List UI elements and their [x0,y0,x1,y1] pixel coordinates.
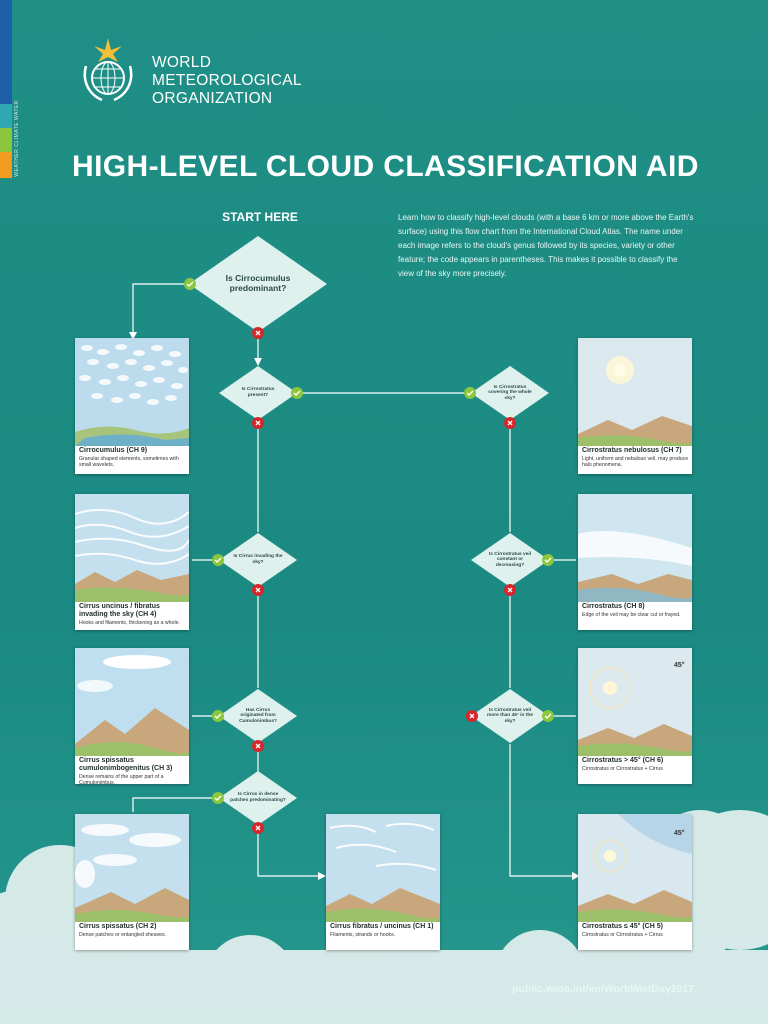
diamond-q4 [219,689,297,743]
cirrostratus-more-45-description: Cirrostratus or Cirrostratus + Cirrus [582,766,663,772]
cirrus-spissatus-description: Dense patches or entangled sheaves. [79,932,167,938]
diamond-q3 [219,533,297,587]
start-here-label: START HERE [222,210,298,224]
cirrus-cumulonimbogenitus-name: Cirrus spissatus cumulonimbogenitus (CH … [79,757,173,772]
cirrostratus-illustration [578,494,692,602]
card-cirrus-uncinus-invading: Cirrus uncinus / fibratus invading the s… [75,494,189,630]
cirrostratus-nebulosus-description: Light, uniform and nebulous veil, may pr… [582,456,689,469]
cirrostratus-less-45-name: Cirrostratus ≤ 45° (CH 5) [582,923,663,930]
card-cirrus-spissatus-cumulonimbogenitus: Cirrus spissatus cumulonimbogenitus (CH … [75,648,189,787]
question-veil-more-than-45: Is Cirrostratus veil more than 45° in th… [487,707,533,724]
organization-name: WORLD METEOROLOGICAL ORGANIZATION [152,54,302,108]
cirrocumulus-illustration [75,338,189,446]
diamond-q6 [471,366,549,420]
question-cirrus-invading: Is Cirrus invading the sky? [233,554,283,565]
cirrostratus-less-45-illustration [578,814,692,922]
org-line-1: WORLD [152,54,212,71]
diamond-q8 [471,689,549,743]
diamond-q7 [471,533,549,587]
page-title: HIGH-LEVEL CLOUD CLASSIFICATION AID [72,150,699,183]
card-cirrostratus-less-45: 45° Cirrostratus ≤ 45° (CH 5) Cirrostrat… [578,814,692,950]
cirrus-uncinus-illustration [75,494,189,602]
cirrus-fibratus-name: Cirrus fibratus / uncinus (CH 1) [330,923,434,930]
question-cirrocumulus-predominant: Is Cirrocumulus predominant? [225,273,291,293]
angle-label-45: 45° [674,662,685,669]
card-cirrocumulus: Cirrocumulus (CH 9) Granular shaped elem… [75,338,189,474]
stripe-green [0,128,12,152]
cirrocumulus-name: Cirrocumulus (CH 9) [79,447,148,454]
diamond-q2 [219,366,297,420]
stripe-teal [0,104,12,128]
cirrostratus-less-45-description: Cirrostratus or Cirrostratus + Cirrus [582,932,663,938]
yes-markers [184,278,554,804]
diamond-q5 [219,771,297,825]
angle-label-45-small: 45° [674,830,685,837]
org-line-3: ORGANIZATION [152,90,273,107]
diamond-q1 [189,236,327,332]
footer-url[interactable]: public.wmo.int/en/WorldMetDay2017 [512,983,694,995]
no-markers [252,327,516,834]
question-cirrus-dense-patches: Is Cirrus in dense patches predominating… [230,792,286,803]
cirrostratus-nebulosus-illustration [578,338,692,446]
cirrostratus-nebulosus-name: Cirrostratus nebulosus (CH 7) [582,447,682,454]
cirrocumulus-description: Granular shaped elements, sometimes with… [79,456,179,469]
cirrus-spissatus-illustration [75,814,189,922]
cirrostratus-description: Edge of the veil may be clear cut or fra… [582,612,681,618]
cirrus-cumulonimbogenitus-description: Dense remains of the upper part of a Cum… [79,774,164,787]
cirrostratus-more-45-name: Cirrostratus > 45° (CH 6) [582,757,664,764]
cirrus-cumulonimbogenitus-illustration [75,648,189,756]
cirrus-uncinus-description: Hooks and filaments, thickening as a who… [79,620,180,626]
card-cirrostratus-nebulosus: Cirrostratus nebulosus (CH 7) Light, uni… [578,338,692,474]
cirrus-fibratus-illustration [326,814,440,922]
cirrostratus-name: Cirrostratus (CH 8) [582,603,645,610]
cirrus-uncinus-name: Cirrus uncinus / fibratus invading the s… [79,603,160,618]
card-cirrus-fibratus-uncinus: Cirrus fibratus / uncinus (CH 1) Filamen… [326,814,440,950]
card-cirrostratus-more-45: 45° Cirrostratus > 45° (CH 6) Cirrostrat… [578,648,692,784]
stripe-orange [0,152,12,178]
card-cirrostratus: Cirrostratus (CH 8) Edge of the veil may… [578,494,692,630]
intro-text: Learn how to classify high-level clouds … [398,213,694,278]
wmo-logo [83,38,133,102]
question-veil-constant-decreasing: Is Cirrostratus veil constant or decreas… [488,551,532,568]
org-line-2: METEOROLOGICAL [152,72,302,89]
card-cirrus-spissatus: Cirrus spissatus (CH 2) Dense patches or… [75,814,189,950]
cirrus-fibratus-description: Filaments, strands or hooks. [330,932,396,938]
question-cirrus-from-cumulonimbus: Has Cirrus originated from Cumulonimbus? [239,707,277,724]
question-cirrostratus-present: Is Cirrostratus present? [241,387,275,398]
cirrostratus-more-45-illustration [578,648,692,756]
question-cirrostratus-whole-sky: Is Cirrostratus covering the whole sky? [488,384,532,401]
stripe-blue [0,0,12,104]
cirrus-spissatus-name: Cirrus spissatus (CH 2) [79,923,157,930]
